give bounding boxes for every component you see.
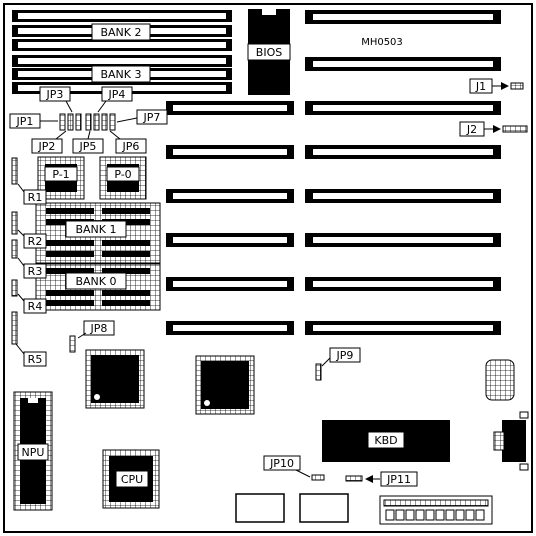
- j1-label: J1: [475, 80, 486, 93]
- bank-1-label: BANK 1: [75, 223, 116, 236]
- expansion-slots-middle: [166, 101, 294, 335]
- jp10-jumper: [311, 474, 325, 481]
- jp10-label: JP10: [269, 457, 294, 470]
- kbd-label: KBD: [374, 434, 397, 447]
- resistor-r3-body: [11, 239, 18, 259]
- r3-label-box: [23, 263, 47, 279]
- board-id: MH0503: [361, 37, 403, 48]
- jumper-cluster: [59, 113, 116, 131]
- resistor-r4-body: [11, 279, 18, 297]
- jp11-jumper: [345, 475, 363, 482]
- oscillator-right: [299, 493, 349, 523]
- cpu-label-box: [115, 470, 149, 488]
- jp11-label-box: [380, 471, 418, 487]
- jp9-label-box: [329, 347, 361, 363]
- resistor-r2-body: [11, 211, 18, 235]
- bios-label-box: [247, 43, 291, 61]
- keyboard-connector: [493, 411, 529, 471]
- jp2-label: JP2: [38, 140, 56, 153]
- bank-3-label: BANK 3: [100, 68, 141, 81]
- jp9-jumper: [315, 363, 322, 381]
- oscillator-left: [235, 493, 285, 523]
- r4-label: R4: [28, 300, 43, 313]
- jp3-label-box: [39, 86, 71, 102]
- parity-chip-p1: [37, 156, 85, 200]
- bank-0-label-box: [65, 272, 127, 290]
- parity-chip-p0: [99, 156, 147, 200]
- jp6-label-box: [115, 138, 147, 154]
- npu-label: NPU: [22, 446, 45, 459]
- bank-2-label-box: [91, 23, 151, 41]
- j2-connector: [502, 125, 528, 133]
- jp1-label: JP1: [16, 115, 34, 128]
- jp6-label: JP6: [122, 140, 140, 153]
- expansion-slots-right: [305, 10, 501, 335]
- bank-2-label: BANK 2: [100, 26, 141, 39]
- jp7-label: JP7: [143, 111, 161, 124]
- bios-label: BIOS: [256, 46, 282, 59]
- chipset-chip-left: [85, 349, 145, 409]
- dram-bank-0: [35, 263, 161, 311]
- r1-label-box: [23, 189, 47, 205]
- jp5-label: JP5: [79, 140, 97, 153]
- jp8-jumper: [69, 335, 76, 353]
- jp4-label: JP4: [108, 88, 126, 101]
- jp9-label: JP9: [336, 349, 354, 362]
- bank-1-label-box: [65, 220, 127, 238]
- r1-label: R1: [28, 191, 43, 204]
- resistor-r5-body: [11, 311, 18, 345]
- j2-label: J2: [466, 123, 477, 136]
- r4-label-box: [23, 298, 47, 314]
- cpu-label: CPU: [121, 473, 143, 486]
- p0-label: P-0: [114, 168, 131, 181]
- kbd-label-box: [367, 431, 405, 449]
- jp11-label: JP11: [386, 473, 411, 486]
- r5-label-box: [23, 351, 47, 367]
- chipset-chip-middle: [195, 355, 255, 415]
- bank-3-label-box: [91, 65, 151, 83]
- r3-label: R3: [28, 265, 43, 278]
- jp8-label: JP8: [90, 322, 108, 335]
- r5-label: R5: [28, 353, 43, 366]
- jp3-label: JP3: [46, 88, 64, 101]
- bank-0-label: BANK 0: [75, 275, 116, 288]
- jp2-label-box: [31, 138, 63, 154]
- resistor-r1-body: [11, 157, 18, 185]
- jp7-label-box: [136, 109, 168, 125]
- npu-label-box: [17, 443, 49, 461]
- jp10-label-box: [263, 455, 301, 471]
- battery: [485, 359, 515, 401]
- j1-connector: [510, 82, 524, 90]
- jp4-label-box: [101, 86, 133, 102]
- r2-label: R2: [28, 235, 43, 248]
- jp8-label-box: [83, 320, 115, 336]
- power-connector: [379, 495, 493, 525]
- p1-label: P-1: [52, 168, 69, 181]
- r2-label-box: [23, 233, 47, 249]
